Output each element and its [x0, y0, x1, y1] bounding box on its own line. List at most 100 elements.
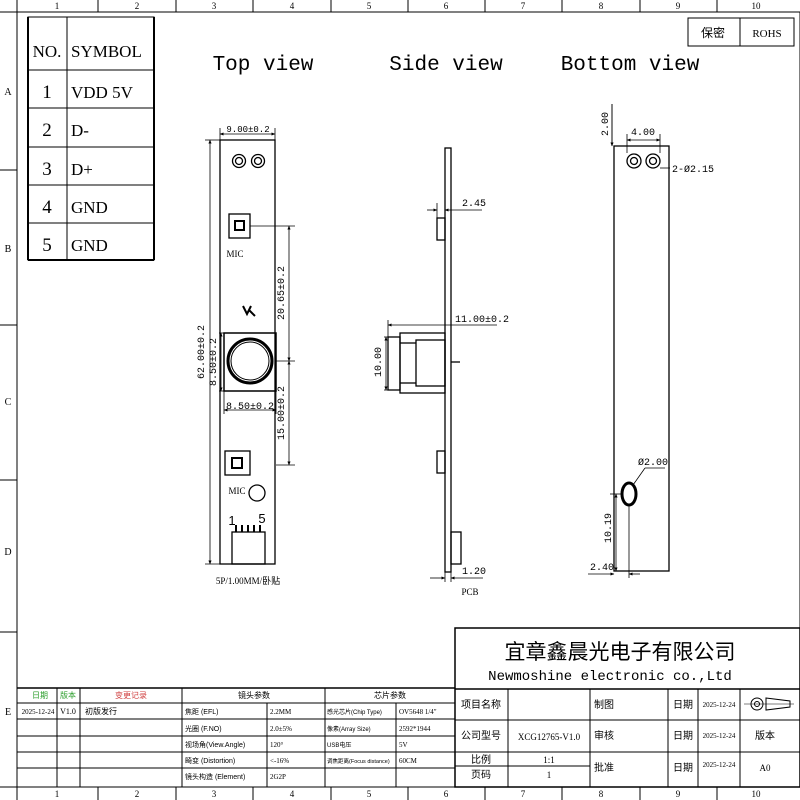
dim-lens-height: 8.50±0.2 — [209, 338, 220, 386]
stamp-boxes: 保密 ROHS — [687, 17, 795, 47]
bottom-view-title: Bottom view — [561, 54, 700, 77]
row-letter: D — [4, 547, 11, 558]
connector-note: 5P/1.00MM/卧贴 — [216, 575, 280, 586]
col-number: 1 — [55, 789, 60, 799]
lens-param-label: 光圈 (F.NO) — [185, 724, 222, 733]
top-view-title: Top view — [213, 54, 314, 77]
pin-number: 5 — [42, 235, 52, 256]
col-number: 4 — [290, 1, 295, 11]
date-value: 2025-12-24 — [703, 761, 736, 769]
revision-record: 初版发行 — [85, 706, 117, 716]
company-name-en: Newmoshine electronic co.,Ltd — [488, 669, 732, 685]
mic-label-bottom: MIC — [228, 486, 245, 496]
mic-label-top: MIC — [226, 249, 243, 259]
chip-param-label: 调焦距离(Focus distance) — [327, 757, 390, 765]
row-letter: A — [4, 87, 12, 98]
pin-number: 3 — [42, 159, 52, 180]
dim-lens-to-mic: 15.00±0.2 — [277, 386, 288, 440]
page-value: 1 — [547, 770, 552, 780]
view-titles: Top view Side view Bottom view — [213, 54, 700, 77]
col-number: 5 — [367, 1, 372, 11]
date-label: 日期 — [673, 762, 693, 774]
model-label: 公司型号 — [461, 729, 501, 742]
row-letter: C — [5, 397, 12, 408]
col-number: 7 — [521, 789, 526, 799]
chip-params-title: 芯片参数 — [374, 690, 406, 700]
pin-symbol: GND — [71, 236, 108, 255]
pin-table-header-no: NO. — [33, 42, 62, 61]
chip-param-value: 2592*1944 — [399, 725, 431, 733]
pin-table: NO. SYMBOL 1 VDD 5V 2 D- 3 D+ 4 GND 5 GN… — [27, 16, 155, 261]
col-number: 8 — [599, 789, 604, 799]
col-number: 4 — [290, 789, 295, 799]
dim-top-offset: 2.00 — [601, 112, 612, 136]
version-value: A0 — [760, 763, 771, 773]
col-number: 8 — [599, 1, 604, 11]
drawn-label: 制图 — [594, 698, 614, 711]
pin-number: 1 — [42, 82, 52, 103]
dim-holes: 2-Ø2.15 — [672, 164, 714, 176]
row-letter: B — [5, 244, 12, 255]
lens-param-value: 2.0±5% — [270, 725, 292, 733]
col-number: 3 — [212, 1, 217, 11]
chip-param-label: USB电压 — [327, 741, 351, 749]
col-number: 5 — [367, 789, 372, 799]
scale-label: 比例 — [471, 753, 491, 766]
pin-symbol: GND — [71, 198, 108, 217]
date-label: 日期 — [673, 730, 693, 742]
version-label: 版本 — [755, 729, 775, 742]
date-value: 2025-12-24 — [703, 701, 736, 709]
side-view: 2.45 11.00±0.2 10.00 1.20 PCB — [374, 147, 509, 597]
pin-number: 2 — [42, 120, 52, 141]
project-name-label: 项目名称 — [461, 698, 501, 711]
model-value: XCG12765-V1.0 — [518, 732, 581, 742]
dim-width: 9.00±0.2 — [226, 125, 269, 135]
side-view-title: Side view — [389, 54, 503, 77]
col-number: 2 — [135, 789, 140, 799]
col-number: 2 — [135, 1, 140, 11]
dim-hole-offset: 2.40 — [590, 563, 614, 574]
row-letter: E — [5, 707, 11, 718]
col-number: 6 — [444, 1, 449, 11]
column-numbers-top: 1 2 3 4 5 6 7 8 9 10 — [55, 1, 761, 11]
col-number: 1 — [55, 1, 60, 11]
col-number: 6 — [444, 789, 449, 799]
col-number: 9 — [676, 1, 681, 11]
revision-header-record: 变更记录 — [115, 690, 147, 700]
pin-table-header-symbol: SYMBOL — [71, 42, 142, 61]
company-name-cn: 宜章鑫晨光电子有限公司 — [505, 641, 736, 664]
revision-date: 2025-12-24 — [22, 708, 55, 716]
dim-mic-to-lens: 20.65±0.2 — [277, 266, 288, 320]
col-number: 10 — [752, 1, 762, 11]
lens-param-value: <-16% — [270, 757, 289, 765]
lens-param-label: 焦距 (EFL) — [185, 707, 218, 716]
dim-pcb-thickness: 1.20 — [462, 567, 486, 578]
pin-symbol: D- — [71, 121, 89, 140]
dim-lens-depth: 11.00±0.2 — [455, 315, 509, 326]
info-tables — [16, 687, 456, 788]
chip-param-value: 60CM — [399, 757, 418, 765]
dim-length: 62.00±0.2 — [197, 325, 208, 379]
revision-header-version: 版本 — [60, 690, 76, 700]
col-number: 3 — [212, 789, 217, 799]
title-block — [454, 627, 800, 788]
dim-hole-height: 10.19 — [604, 513, 615, 543]
top-view: 9.00±0.2 62.00±0.2 20.65±0.2 8.50±0.2 8.… — [197, 125, 295, 586]
page-label: 页码 — [471, 769, 491, 781]
revision-table: 日期 版本 变更记录 2025-12-24 V1.0 初版发行 — [22, 690, 147, 716]
connector-pin-1: 1 — [228, 513, 235, 528]
lens-param-label: 畸变 (Distortion) — [185, 756, 235, 765]
dim-lens-width: 8.50±0.2 — [226, 402, 274, 413]
date-label: 日期 — [673, 699, 693, 711]
chip-param-label: 感光芯片(Chip Type) — [327, 708, 382, 716]
chip-param-value: 5V — [399, 741, 408, 749]
scale-value: 1:1 — [543, 755, 555, 765]
lens-param-value: 2.2MM — [270, 708, 292, 716]
secret-label: 保密 — [701, 25, 725, 40]
chip-param-label: 像素(Array Size) — [327, 725, 371, 733]
title-block-text: 宜章鑫晨光电子有限公司 Newmoshine electronic co.,Lt… — [461, 641, 775, 781]
lens-param-label: 视场角(View.Angle) — [185, 740, 245, 749]
dim-pcb-offset: 2.45 — [462, 199, 486, 210]
rohs-label: ROHS — [752, 28, 781, 40]
